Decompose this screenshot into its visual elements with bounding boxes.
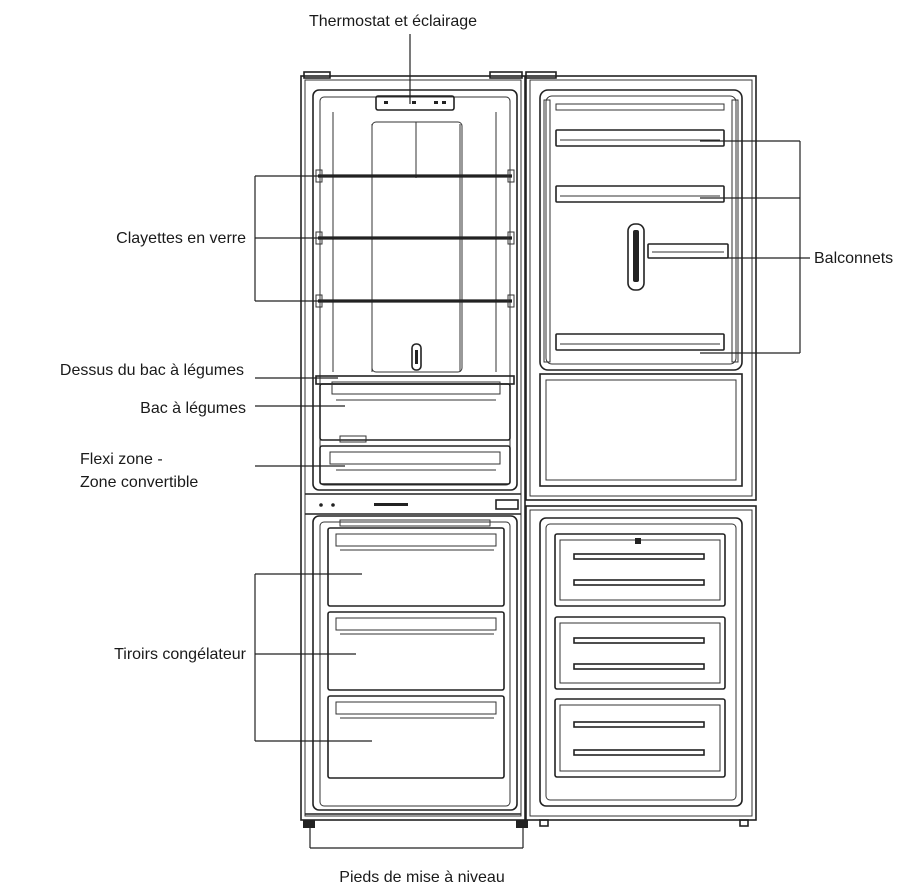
- label-freezer-drawers: Tiroirs congélateur: [114, 646, 247, 663]
- freezer-door: [525, 505, 757, 821]
- freezer-drawer-3: [327, 695, 505, 779]
- freezer-compartment: [312, 515, 518, 811]
- callout-lines: [254, 34, 810, 849]
- egg-holder-icon: [627, 223, 645, 291]
- label-glass-shelves: Clayettes en verre: [116, 230, 246, 247]
- label-flexi-zone-line1: Flexi zone -: [80, 451, 163, 468]
- label-crisper: Bac à légumes: [140, 400, 246, 417]
- flexi-zone-drawer: [319, 445, 511, 485]
- label-crisper-cover: Dessus du bac à légumes: [60, 362, 244, 379]
- freezer-drawer-2: [327, 611, 505, 691]
- freezer-door-bins: [554, 533, 726, 778]
- label-thermostat: Thermostat et éclairage: [309, 13, 477, 30]
- label-flexi-zone-line2: Zone convertible: [80, 474, 198, 491]
- fridge-door: [525, 71, 757, 501]
- fridge-cabinet: [300, 71, 526, 821]
- freezer-drawer-1: [327, 527, 505, 607]
- glass-shelves: [315, 169, 515, 308]
- thermostat-light-module: [375, 95, 455, 111]
- compartment-divider: [305, 493, 521, 515]
- drain-sensor-icon: [411, 343, 422, 371]
- door-balconies: [555, 103, 729, 351]
- crisper-assembly: [315, 375, 515, 443]
- label-door-balconies: Balconnets: [814, 250, 893, 267]
- label-leveling-feet: Pieds de mise à niveau: [339, 869, 504, 886]
